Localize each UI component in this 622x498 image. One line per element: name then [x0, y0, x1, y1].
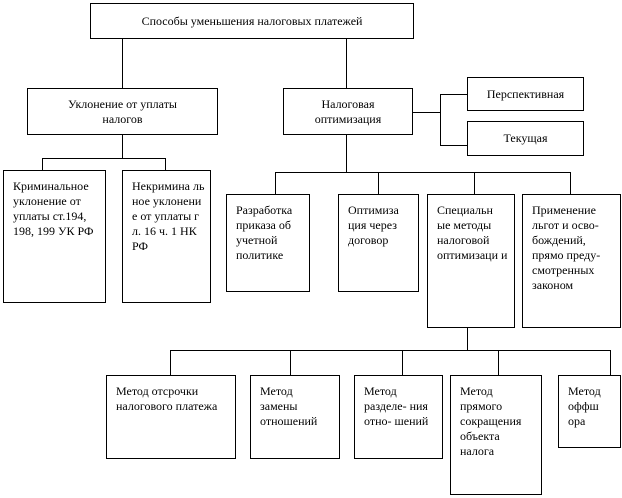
- contract-optimization-box: Оптимиза ция через договор: [338, 194, 419, 292]
- replacement-method-box: Метод замены отношений: [250, 375, 340, 459]
- special-methods-box: Специальн ые методы налоговой оптимизаци…: [427, 194, 515, 328]
- benefits-box: Применение льгот и осво- бождений, прямо…: [522, 194, 621, 328]
- offshore-method-box: Метод оффш ора: [558, 375, 621, 448]
- criminal-evasion-box: Криминальное уклонение от уплаты ст.194,…: [3, 170, 106, 303]
- root-box: Способы уменьшения налоговых платежей: [90, 3, 414, 39]
- separation-method-box: Метод разделе- ния отно- шений: [354, 375, 443, 459]
- deferral-method-box: Метод отсрочки налогового платежа: [106, 375, 236, 459]
- noncriminal-evasion-box: Некримина льное уклонение от уплаты гл. …: [122, 170, 211, 303]
- optimization-box: Налоговая оптимизация: [283, 88, 413, 135]
- direct-reduction-method-box: Метод прямого сокращения объекта налога: [450, 375, 542, 495]
- current-box: Текущая: [467, 121, 584, 156]
- perspective-box: Перспективная: [467, 77, 584, 111]
- evasion-box: Уклонение от уплаты налогов: [27, 88, 218, 135]
- accounting-policy-box: Разработка приказа об учетной политике: [226, 194, 310, 292]
